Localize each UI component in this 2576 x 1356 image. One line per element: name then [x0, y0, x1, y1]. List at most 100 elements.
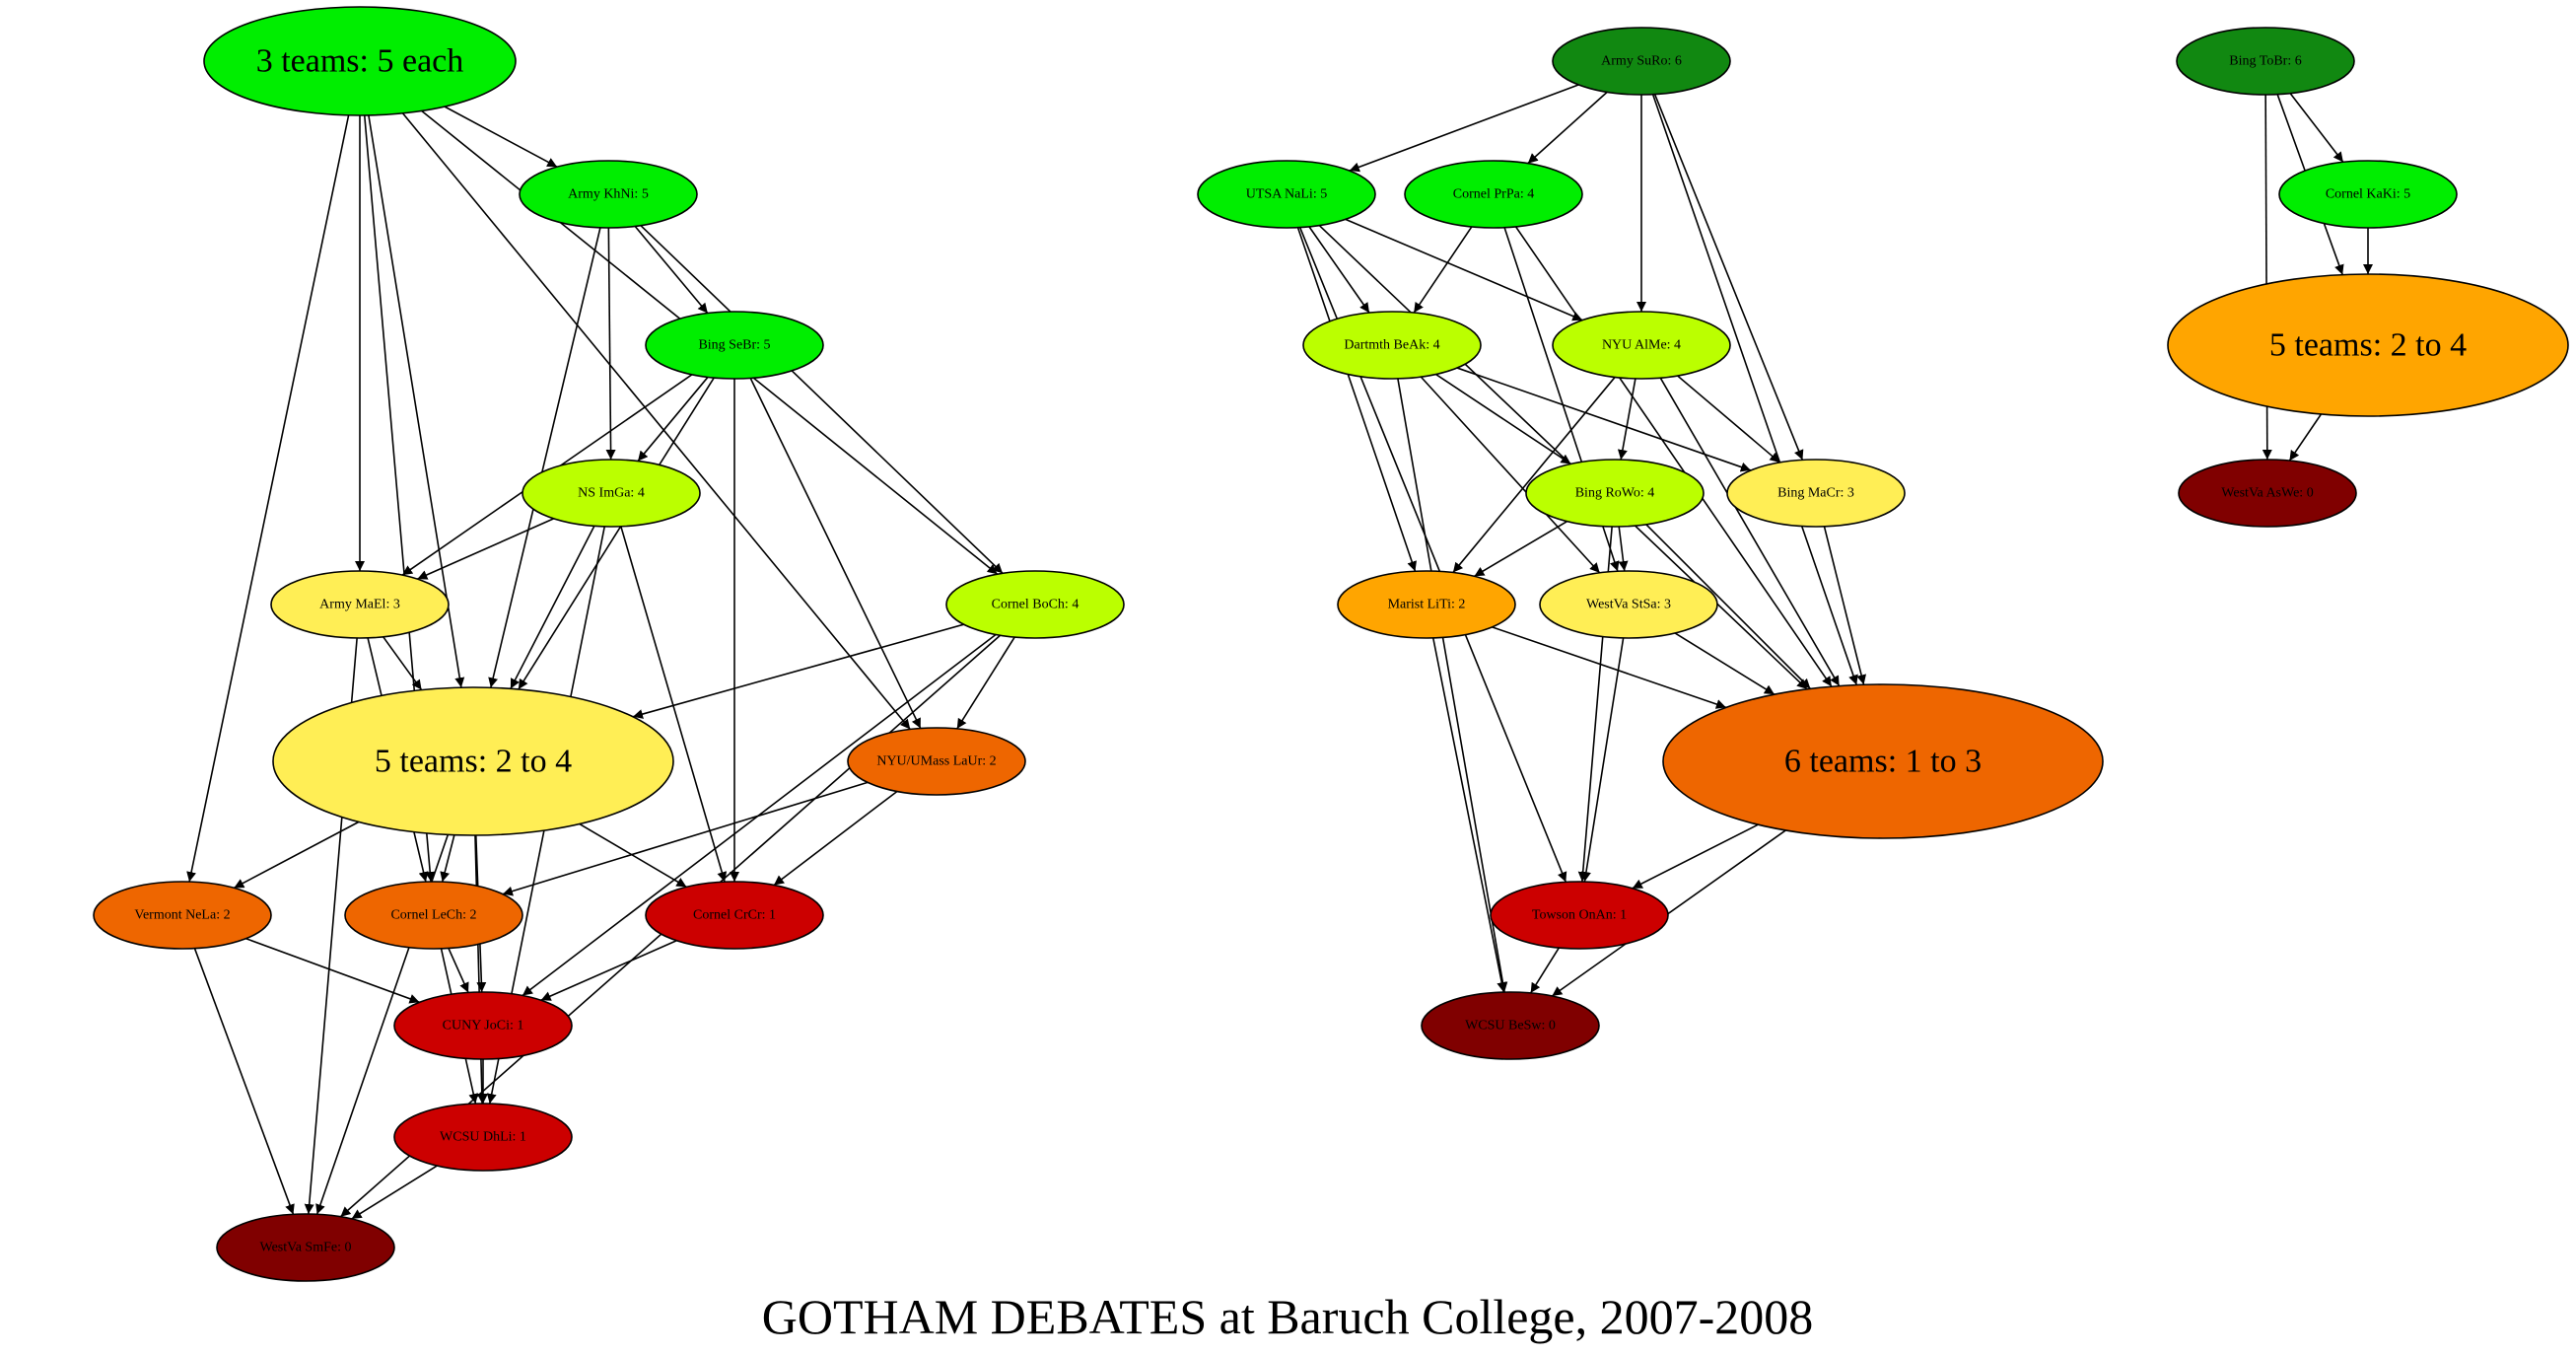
- graph-node: Cornel BoCh: 4: [945, 570, 1125, 639]
- graph-node: 5 teams: 2 to 4: [272, 686, 674, 836]
- graph-node: WestVa StSa: 3: [1539, 570, 1718, 639]
- edge-n15-n24: [1651, 94, 1858, 685]
- node-label: WestVa StSa: 3: [1586, 598, 1671, 612]
- graph-node: UTSA NaLi: 5: [1197, 160, 1376, 229]
- edge-n3-n8: [749, 378, 922, 729]
- node-ellipse: [1539, 570, 1718, 639]
- node-ellipse: [393, 1103, 573, 1172]
- edge-n21-n24: [1823, 526, 1866, 685]
- node-label: Bing RoWo: 4: [1575, 486, 1655, 501]
- node-label: NYU/UMass LaUr: 2: [876, 754, 996, 769]
- node-label: WestVa SmFe: 0: [260, 1241, 352, 1255]
- edge-n19-n21: [1677, 375, 1780, 464]
- edge-n22-n24: [1492, 626, 1727, 709]
- node-label: Cornel KaKi: 5: [2326, 187, 2410, 202]
- node-label: WCSU BeSw: 0: [1465, 1019, 1556, 1034]
- edge-n4-n7: [510, 526, 595, 689]
- edge-n7-n10: [440, 834, 455, 883]
- graph-node: Bing SeBr: 5: [645, 311, 824, 380]
- edge-n18-n26: [1397, 378, 1508, 993]
- edge-n2-n7: [488, 227, 601, 688]
- node-label: Bing MaCr: 3: [1777, 486, 1854, 501]
- node-ellipse: [519, 160, 698, 229]
- graph-node: WCSU BeSw: 0: [1421, 991, 1600, 1060]
- node-label: Army KhNi: 5: [568, 187, 649, 202]
- node-ellipse: [2178, 459, 2357, 528]
- edge-n20-n24: [1645, 524, 1811, 689]
- node-ellipse: [344, 881, 523, 950]
- graph-node: NYU AlMe: 4: [1552, 311, 1731, 380]
- edge-n6-n7: [632, 623, 964, 719]
- edge-n1-n2: [444, 106, 558, 168]
- edge-n16-n18: [1308, 226, 1370, 314]
- graph-node: Bing RoWo: 4: [1525, 459, 1705, 528]
- edge-n19-n22: [1452, 376, 1616, 574]
- graph-node: 5 teams: 2 to 4: [2167, 273, 2569, 417]
- node-ellipse: [645, 311, 824, 380]
- node-ellipse: [945, 570, 1125, 639]
- edge-n7-n9: [233, 821, 360, 890]
- node-label: WestVa AsWe: 0: [2221, 486, 2313, 501]
- node-ellipse: [522, 459, 701, 528]
- node-ellipse: [1337, 570, 1516, 639]
- node-label: Marist LiTi: 2: [1388, 598, 1466, 612]
- node-ellipse: [1525, 459, 1705, 528]
- graph-node: Vermont NeLa: 2: [93, 881, 272, 950]
- node-label: NS ImGa: 4: [578, 486, 645, 501]
- node-label: UTSA NaLi: 5: [1246, 187, 1327, 202]
- edge-n15-n21: [1653, 94, 1804, 461]
- node-label: Bing SeBr: 5: [698, 338, 770, 353]
- graph-node: Cornel LeCh: 2: [344, 881, 523, 950]
- edge-n10-n12: [448, 948, 469, 993]
- graph-node: Bing ToBr: 6: [2176, 27, 2355, 96]
- node-label: NYU AlMe: 4: [1602, 338, 1681, 353]
- edge-n19-n24: [1659, 377, 1841, 686]
- edge-n29-n30: [2288, 413, 2323, 462]
- node-label: Towson OnAn: 1: [1532, 908, 1627, 923]
- node-ellipse: [2167, 273, 2569, 417]
- node-ellipse: [2278, 160, 2458, 229]
- node-ellipse: [203, 6, 517, 116]
- node-label: Cornel PrPa: 4: [1453, 187, 1534, 202]
- graph-title: GOTHAM DEBATES at Baruch College, 2007-2…: [762, 1289, 1814, 1344]
- node-ellipse: [270, 570, 450, 639]
- edge-n22-n26: [1431, 637, 1507, 993]
- edge-n24-n25: [1632, 823, 1759, 890]
- node-label: 5 teams: 2 to 4: [2269, 327, 2467, 364]
- node-ellipse: [216, 1213, 395, 1282]
- graph-node: WestVa SmFe: 0: [216, 1213, 395, 1282]
- node-label: Dartmth BeAk: 4: [1344, 338, 1439, 353]
- graph-node: 3 teams: 5 each: [203, 6, 517, 116]
- edge-n18-n20: [1435, 373, 1571, 465]
- edge-n11-n12: [540, 940, 677, 1001]
- edge-n3-n4: [637, 376, 709, 463]
- edge-n16-n22: [1296, 227, 1417, 572]
- graph-node: Bing MaCr: 3: [1726, 459, 1906, 528]
- graph-node: Dartmth BeAk: 4: [1302, 311, 1482, 380]
- node-label: 6 teams: 1 to 3: [1784, 744, 1982, 780]
- edge-n4-n5: [417, 518, 554, 580]
- edge-n18-n23: [1420, 376, 1601, 574]
- edge-n23-n25: [1581, 637, 1625, 883]
- graph-node: Cornel KaKi: 5: [2278, 160, 2458, 229]
- edge-n25-n26: [1530, 947, 1560, 994]
- node-label: Cornel LeCh: 2: [390, 908, 476, 923]
- node-label: Army SuRo: 6: [1601, 54, 1682, 69]
- node-ellipse: [1662, 683, 2104, 839]
- edge-n3-n7: [518, 377, 715, 690]
- node-ellipse: [645, 881, 824, 950]
- graph-node: Cornel PrPa: 4: [1404, 160, 1583, 229]
- graph-node: Army MaEl: 3: [270, 570, 450, 639]
- edge-n24-n26: [1551, 829, 1786, 997]
- node-ellipse: [847, 727, 1026, 796]
- edge-n9-n12: [245, 937, 420, 1004]
- node-ellipse: [2176, 27, 2355, 96]
- edge-n15-n16: [1349, 84, 1579, 173]
- node-ellipse: [1552, 27, 1731, 96]
- edge-n1-n8: [401, 112, 911, 731]
- node-ellipse: [1421, 991, 1600, 1060]
- node-label: Vermont NeLa: 2: [134, 908, 230, 923]
- edge-n23-n24: [1674, 632, 1775, 695]
- node-ellipse: [393, 991, 573, 1060]
